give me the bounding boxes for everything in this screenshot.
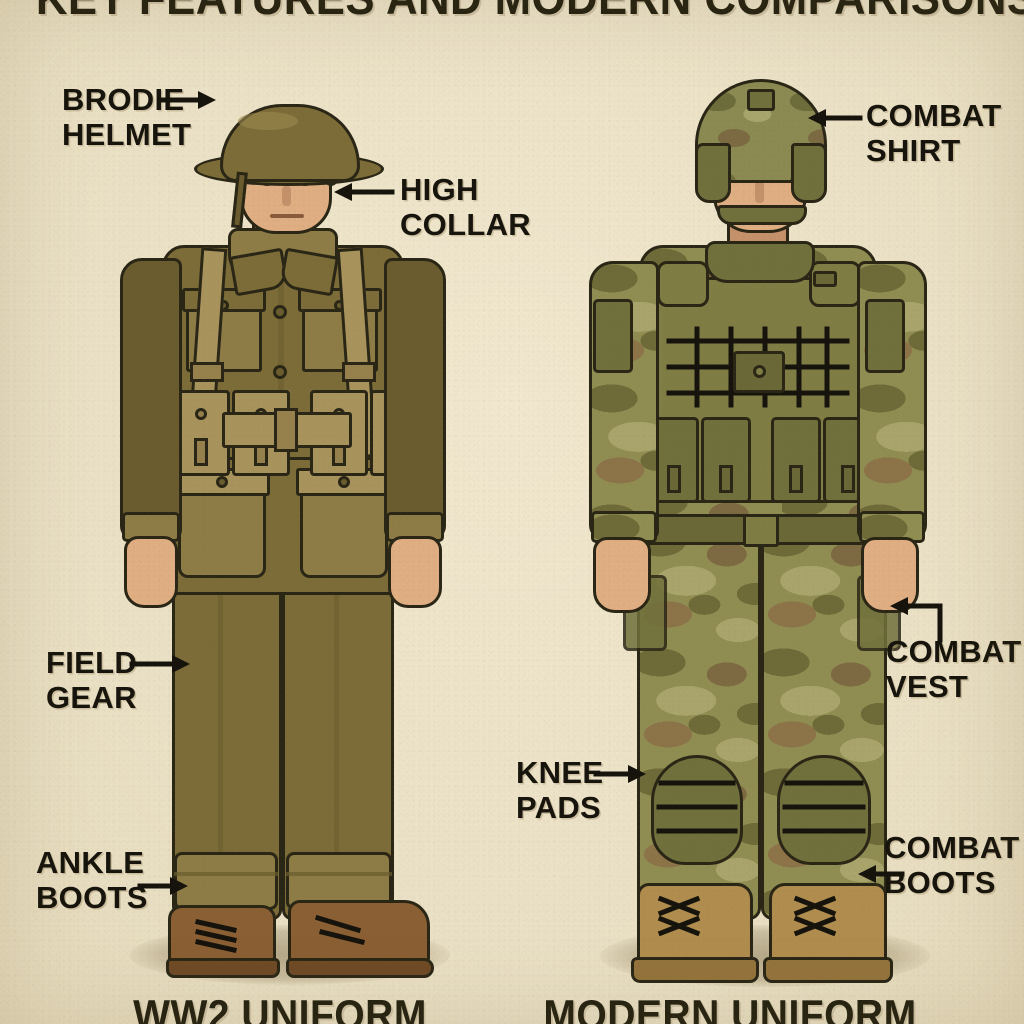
ww2-helmet-highlight [238,112,298,130]
page-title: KEY FEATURES AND MODERN COMPARISONS [36,0,1024,26]
caption-ww2-uniform: WW2 UNIFORM [133,991,427,1024]
ww2-tunic-button-placket [278,260,284,450]
callout-high-collar: HIGH COLLAR [400,172,531,242]
ww2-gaiter-left [174,852,278,910]
callout-brodie-helmet-line-1: BRODIE [62,82,185,117]
callout-brodie-helmet-line-2: HELMET [62,117,192,152]
callout-combat-shirt: COMBAT SHIRT [866,98,1002,168]
modern-shoulder-pocket-left [593,299,633,373]
ww2-webbing-buckle-left [190,362,224,382]
callout-ankle-boots: ANKLE BOOTS [36,845,148,915]
modern-helmet-nvg-mount [747,89,775,111]
ww2-trouser-crease-right [334,580,339,890]
ww2-sleeve-right [384,258,446,540]
callout-combat-vest-line-2: VEST [886,669,969,704]
callout-combat-shirt-line-1: COMBAT [866,98,1002,133]
ww2-nose [282,186,291,206]
callout-combat-boots-line-2: BOOTS [884,865,996,900]
ww2-hand-left [124,536,178,608]
callout-knee-pads: KNEE PADS [516,755,603,825]
ww2-hand-right [388,536,442,608]
ww2-trouser-crease-left [218,580,223,890]
ww2-webbing-buckle-right [342,362,376,382]
modern-helmet-side-flap-left [695,143,731,203]
callout-ankle-boots-line-2: BOOTS [36,880,148,915]
callout-field-gear-line-1: FIELD [46,645,138,680]
callout-high-collar-line-2: COLLAR [400,207,531,242]
ww2-pocket-button-lower-right [338,476,350,488]
ww2-gaiter-strap-right [286,872,392,876]
callout-combat-shirt-line-2: SHIRT [866,133,961,168]
callout-field-gear-line-2: GEAR [46,680,137,715]
ww2-tunic-button-mid [273,365,287,379]
modern-helmet-side-flap-right [791,143,827,203]
ww2-ammo-pouch-tab-1 [194,438,208,466]
modern-nose [755,181,764,203]
modern-mag-pouch-tab-1 [667,465,681,493]
caption-modern-uniform: MODERN UNIFORM [543,991,917,1024]
modern-helmet-chinstrap [717,205,807,225]
callout-knee-pads-line-1: KNEE [516,755,604,790]
ww2-belt-buckle [274,408,298,452]
modern-cuff-left [591,511,657,543]
ww2-boot-right-sole [286,958,434,978]
ww2-sleeve-left [120,258,182,540]
ww2-boot-left-sole [166,958,280,978]
ww2-pocket-button-lower-left [216,476,228,488]
ww2-soldier-figure [110,60,470,978]
modern-mag-pouch-tab-4 [841,465,855,493]
modern-hand-left [593,537,651,613]
callout-combat-boots-line-1: COMBAT [884,830,1020,865]
modern-vest-shoulder-tab [813,271,837,287]
modern-shirt-collar [705,241,815,283]
modern-shoulder-pocket-right [865,299,905,373]
callout-combat-vest-line-1: COMBAT [886,634,1022,669]
callout-combat-vest: COMBAT VEST [886,634,1022,704]
ww2-mouth [270,214,304,218]
modern-vest-center-stud [753,365,766,378]
ww2-gaiter-strap-left [174,872,278,876]
modern-vest-shoulder-left [657,261,709,307]
modern-boot-right-sole [763,957,893,983]
ww2-ammo-pouch-stud-1 [195,408,207,420]
callout-field-gear: FIELD GEAR [46,645,137,715]
callout-combat-boots: COMBAT BOOTS [884,830,1020,900]
modern-knee-pad-left [651,755,743,865]
callout-knee-pads-line-2: PADS [516,790,602,825]
modern-boot-left-sole [631,957,759,983]
callout-brodie-helmet: BRODIE HELMET [62,82,191,152]
modern-hand-right [861,537,919,613]
ww2-tunic-button-top [273,305,287,319]
modern-mag-pouch-tab-2 [719,465,733,493]
modern-knee-pad-right [777,755,871,865]
callout-ankle-boots-line-1: ANKLE [36,845,145,880]
callout-high-collar-line-1: HIGH [400,172,479,207]
modern-mag-pouch-tab-3 [789,465,803,493]
